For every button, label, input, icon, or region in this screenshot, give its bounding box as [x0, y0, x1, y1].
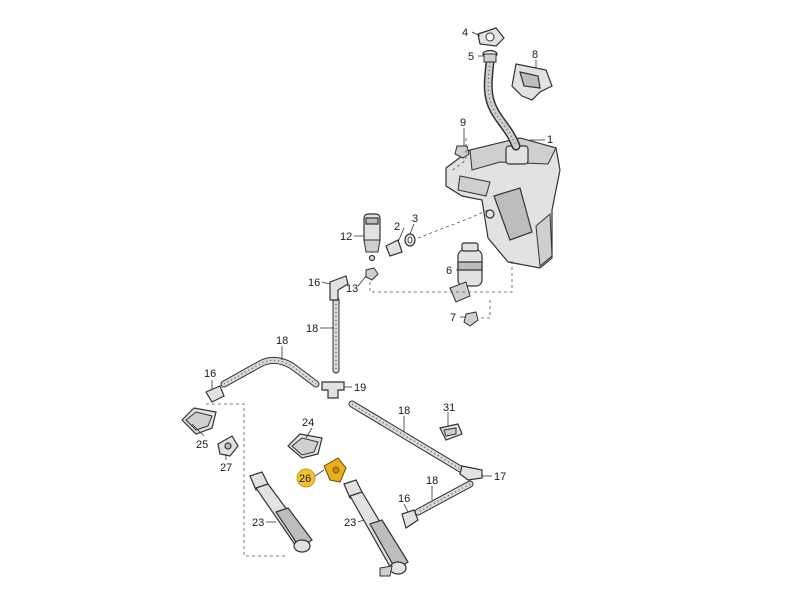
callout-6: 6 — [446, 265, 452, 277]
pump-grommet-2 — [385, 239, 403, 257]
spray-nozzle-26-highlighted — [323, 457, 347, 483]
callout-18-lower: 18 — [426, 475, 438, 487]
callout-18-upper: 18 — [276, 335, 288, 347]
hose-bracket — [511, 63, 553, 101]
washer-fluid-reservoir — [445, 137, 561, 269]
filler-neck-hose — [483, 57, 521, 151]
washer-pump-6 — [449, 242, 483, 303]
spray-nozzle-27 — [217, 435, 239, 457]
callout-9: 9 — [460, 117, 466, 129]
filler-seal — [482, 49, 498, 63]
washer-pump-12 — [363, 213, 381, 262]
callout-18-diagonal: 18 — [398, 405, 410, 417]
callout-16-left: 16 — [204, 368, 216, 380]
cover-cap-25 — [181, 407, 217, 435]
callout-12: 12 — [340, 231, 352, 243]
telescopic-cylinder-23-left — [249, 471, 313, 553]
callout-2: 2 — [394, 221, 400, 233]
callout-23-left: 23 — [252, 517, 264, 529]
callout-8: 8 — [532, 49, 538, 61]
telescopic-cylinder-23-right — [343, 479, 409, 577]
nut-13 — [365, 267, 379, 281]
callout-13: 13 — [346, 283, 358, 295]
filler-cap — [477, 27, 505, 47]
callout-26-highlight-badge — [296, 468, 316, 488]
cover-cap-24 — [287, 433, 323, 459]
callout-23-right: 23 — [344, 517, 356, 529]
callout-17: 17 — [494, 471, 506, 483]
assembly-guide-lines — [206, 138, 513, 557]
callout-1: 1 — [547, 134, 553, 146]
callout-24: 24 — [302, 417, 314, 429]
callout-25: 25 — [196, 439, 208, 451]
callout-26: 26 — [299, 473, 311, 485]
pump-seal-7 — [463, 311, 479, 327]
pump-seal-3 — [404, 233, 416, 247]
callout-5: 5 — [468, 51, 474, 63]
callout-3: 3 — [412, 213, 418, 225]
hose-clip-31 — [439, 423, 463, 441]
callout-16-top: 16 — [308, 277, 320, 289]
callout-7: 7 — [450, 312, 456, 324]
callout-31: 31 — [443, 402, 455, 414]
leader-lines — [191, 31, 545, 523]
callout-18-vertical: 18 — [306, 323, 318, 335]
callout-19: 19 — [354, 382, 366, 394]
callout-4: 4 — [462, 27, 468, 39]
callout-16-right: 16 — [398, 493, 410, 505]
hose-network — [205, 275, 483, 529]
callout-27: 27 — [220, 462, 232, 474]
callout-labels: 1 2 3 4 5 6 7 8 9 12 13 16 16 16 17 18 1… — [196, 27, 553, 529]
